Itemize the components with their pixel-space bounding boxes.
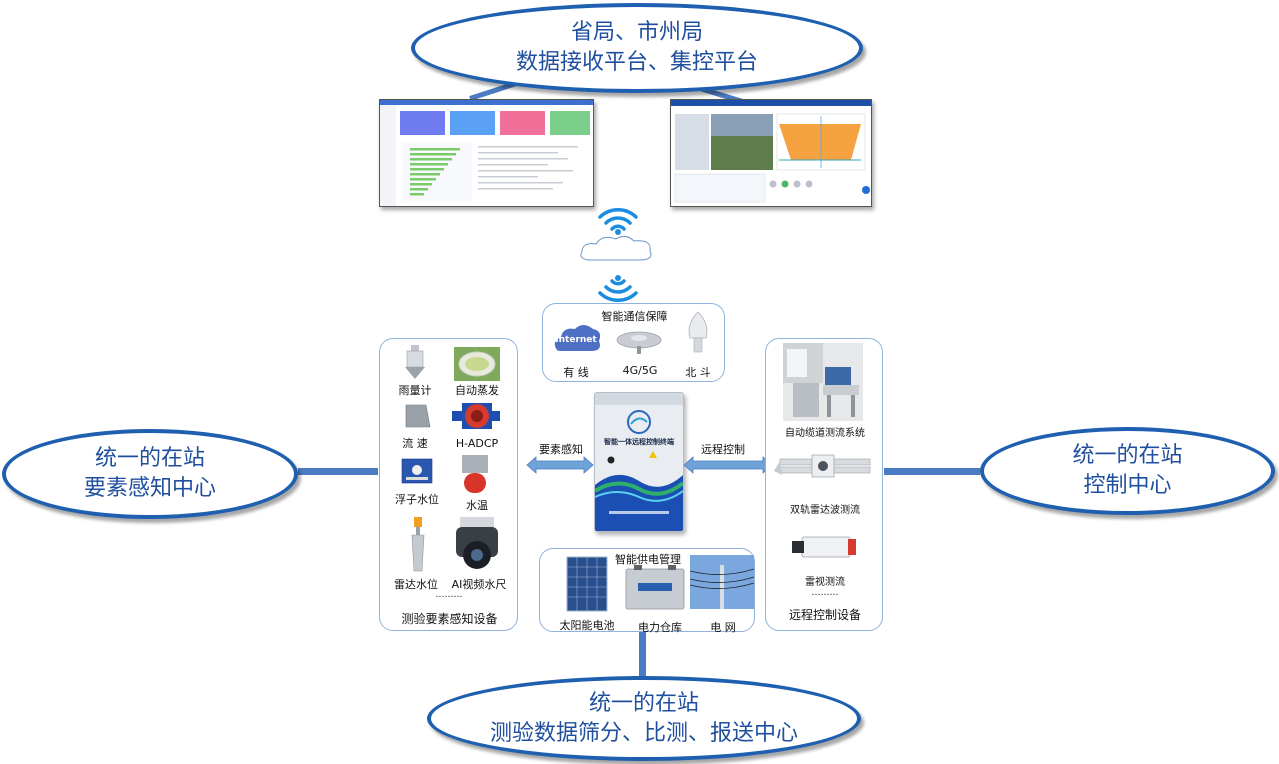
- solar-panel-icon: [566, 556, 608, 612]
- provincial-platform-line1: 省局、市州局: [570, 20, 703, 45]
- comm-item-beidou: 北 斗: [685, 366, 711, 379]
- left-panel-ellipsis: ………: [435, 590, 463, 600]
- internet-cloud-icon: [554, 325, 601, 351]
- device-h-adcp: H-ADCP: [455, 437, 499, 450]
- comm-item-wired: 有 线: [563, 366, 589, 379]
- sensing-center-line2: 要素感知中心: [83, 476, 216, 501]
- data-screening-center-line1: 统一的在站: [588, 690, 699, 716]
- float-water-level-icon: [401, 458, 433, 484]
- control-terminal: 智能一体远程控制终端: [594, 392, 684, 532]
- power-item-grid: 电 网: [710, 621, 736, 634]
- h-adcp-icon: [452, 403, 500, 429]
- left-panel-footer: 测验要素感知设备: [401, 612, 498, 626]
- radar-water-level-icon: [411, 517, 425, 572]
- beidou-antenna-icon: [688, 311, 708, 353]
- power-panel: 智能供电管理 太阳能电池 电力仓库 电 网: [539, 548, 755, 634]
- dashboard-thumbnail: [380, 100, 593, 206]
- control-center-line1: 统一的在站: [1072, 443, 1183, 468]
- comm-item-4g5g: 4G/5G: [622, 364, 658, 377]
- arrow-label-sensing: 要素感知: [539, 443, 583, 456]
- evaporation-pan-icon: [454, 347, 500, 381]
- control-center-line2: 控制中心: [1083, 473, 1172, 498]
- communication-panel-title: 智能通信保障: [601, 310, 668, 323]
- power-item-battery: 电力仓库: [638, 621, 682, 634]
- radar-video-camera-icon: [792, 536, 856, 558]
- device-dual-rail-radar: 双轨雷达波测流: [790, 505, 860, 516]
- internet-badge: Internet: [555, 335, 597, 345]
- dual-rail-radar-icon: [774, 454, 871, 478]
- flow-velocity-sensor-icon: [405, 404, 431, 428]
- connector-bottom: [639, 632, 646, 678]
- dashboard-screenshot-left: [379, 99, 594, 207]
- right-panel-ellipsis: ………: [811, 588, 839, 598]
- rain-gauge-icon: [405, 345, 425, 379]
- power-grid-icon: [689, 555, 755, 609]
- data-screening-center-ellipse: 统一的在站 测验数据筛分、比测、报送中心: [427, 676, 861, 761]
- provincial-platform-ellipse: 省局、市州局 数据接收平台、集控平台: [411, 3, 863, 93]
- wireless-cloud-icon: [580, 208, 652, 302]
- device-flow-velocity: 流 速: [402, 437, 428, 450]
- arrow-label-remote-control: 远程控制: [701, 443, 745, 456]
- terminal-body-graphic: [595, 393, 683, 531]
- device-ai-video-gauge: AI视频水尺: [451, 578, 507, 591]
- device-water-temperature: 水温: [466, 499, 488, 512]
- battery-icon: [625, 565, 685, 610]
- control-center-ellipse: 统一的在站 控制中心: [980, 427, 1275, 515]
- device-float-water-level: 浮子水位: [395, 493, 439, 506]
- monitor-screenshot-right: [670, 99, 872, 207]
- 4g-5g-antenna-icon: [616, 331, 662, 354]
- device-radar-video-flow: 雷视测流: [805, 577, 845, 588]
- remote-control-devices-panel: 自动缆道测流系统 双轨雷达波测流 雷视测流 ……… 远程控制设备: [765, 338, 883, 631]
- power-item-solar: 太阳能电池: [559, 619, 615, 632]
- connector-left: [298, 468, 378, 475]
- power-panel-title: 智能供电管理: [615, 553, 681, 566]
- device-cableway-system: 自动缆道测流系统: [785, 428, 865, 439]
- device-evaporation: 自动蒸发: [455, 384, 499, 397]
- device-radar-water-level: 雷达水位: [394, 578, 438, 591]
- data-screening-center-line2: 测验数据筛分、比测、报送中心: [489, 720, 798, 746]
- sensing-center-ellipse: 统一的在站 要素感知中心: [2, 429, 298, 519]
- provincial-platform-line2: 数据接收平台、集控平台: [515, 50, 758, 75]
- communication-panel: 智能通信保障 Internet 有 线 4G/5G 北 斗: [542, 303, 725, 382]
- right-double-arrow: [683, 456, 773, 474]
- cableway-system-photo: [783, 343, 863, 421]
- device-rain-gauge: 雨量计: [398, 384, 432, 397]
- connector-right: [884, 468, 980, 475]
- monitor-thumbnail: [671, 100, 871, 203]
- terminal-title: 智能一体远程控制终端: [604, 438, 674, 446]
- left-double-arrow: [526, 456, 594, 474]
- right-panel-footer: 远程控制设备: [788, 608, 861, 622]
- ai-video-gauge-camera-icon: [456, 517, 498, 569]
- water-temperature-icon: [462, 455, 488, 493]
- sensing-center-line1: 统一的在站: [94, 446, 205, 471]
- sensing-devices-panel: 雨量计 自动蒸发 流 速 H-ADCP 浮子水位 水温 雷达水位 AI视频水尺 …: [379, 338, 518, 631]
